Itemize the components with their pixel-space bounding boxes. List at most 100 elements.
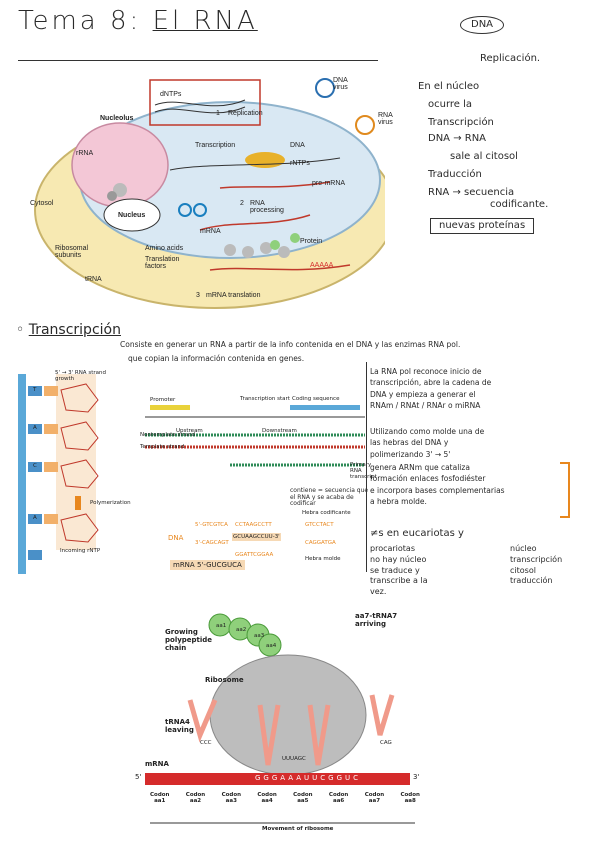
gene-diagram	[145, 405, 365, 467]
codon-6-aa: aa6	[333, 798, 345, 805]
block4-right-4: traducción	[510, 576, 553, 586]
block4-right-1: núcleo	[510, 544, 537, 553]
right-note-3d: a hebra molde.	[370, 496, 427, 506]
rrna-label: rRNA	[76, 150, 94, 157]
block4-left-5: vez.	[370, 587, 387, 597]
dntps-label: dNTPs	[160, 91, 182, 98]
aa1-label: aa1	[216, 623, 227, 629]
block4-left-1: procariotas	[370, 544, 415, 553]
title-underline	[18, 60, 378, 61]
protein-label: Protein	[300, 238, 323, 245]
base-2: A	[33, 425, 37, 431]
dna-virus-label: DNA virus	[333, 77, 348, 91]
rna-polymerase	[245, 152, 285, 168]
dna-label: DNA	[290, 142, 305, 149]
aa4-label: aa4	[266, 643, 277, 649]
block4-left-3: se traduce y	[370, 565, 420, 575]
codon-1-label: Codon	[150, 792, 170, 798]
aa3-label: aa3	[254, 633, 265, 639]
three-prime-label: 3'	[413, 773, 420, 781]
rna-processing-label: RNA processing	[250, 200, 284, 214]
aa2-label: aa2	[236, 627, 247, 633]
codon-5-aa: aa5	[297, 798, 309, 805]
step1-badge: 1	[216, 110, 220, 117]
right-notes-block4-right: núcleo transcripción citosol traducción	[510, 544, 562, 587]
transcription-label: Transcription	[195, 142, 236, 149]
side-note-6: Traducción	[428, 169, 482, 180]
step3-badge: 3	[196, 292, 200, 299]
codon-5-label: Codon	[293, 792, 313, 798]
codon-8-aa: aa8	[404, 798, 416, 805]
codon-7-label: Codon	[364, 792, 385, 798]
section-title: ◦ Transcripción	[16, 322, 121, 338]
side-note-boxed: nuevas proteínas	[430, 218, 535, 234]
nucleus-small	[103, 198, 161, 232]
base-4: A	[33, 515, 37, 521]
upstream-label: Upstream	[176, 428, 203, 434]
codon-4-label: Codon	[257, 792, 277, 798]
seq-top-left: 5'-GTCGTCA	[195, 522, 228, 528]
amino-acids-label: Amino acids	[145, 245, 184, 252]
hebra-codificante-label: Hebra codificante	[302, 510, 351, 516]
right-notes-block1: La RNA pol reconoce inicio de transcripc…	[370, 366, 491, 411]
strand-growth-label: 5' → 3' RNA strand growth	[55, 370, 106, 383]
block4-left-2: no hay núcleo	[370, 554, 427, 564]
transcription-start-label: Transcription start	[240, 396, 290, 402]
codon-4-aa: aa4	[261, 798, 273, 805]
right-notes-block3: genera ARNm que cataliza formación enlac…	[370, 462, 505, 507]
anticodon-left: CCC	[200, 740, 212, 746]
title-prefix: Tema 8:	[18, 6, 142, 36]
polya-label: AAAAA	[310, 262, 334, 269]
seq-bottom-right: CAGGATGA	[305, 540, 336, 546]
translation-factors-label: Translation factors	[145, 256, 180, 270]
growing-chain-label: Growing polypeptide chain	[165, 628, 213, 653]
side-note-2: ocurre la	[428, 99, 473, 110]
side-note-7: RNA → secuencia	[428, 187, 515, 198]
definition-line1: Consiste en generar un RNA a partir de l…	[120, 340, 461, 349]
codon-6-label: Codon	[328, 792, 349, 798]
right-note-1b: transcripción, abre la cadena de	[370, 378, 492, 388]
polymerization-label: Polymerization	[90, 500, 131, 506]
cytosol-label: Cytosol	[30, 200, 54, 207]
ribosome-diagram	[145, 613, 415, 824]
promoter-label: Promoter	[150, 397, 176, 403]
section-title-text: Transcripción	[28, 322, 121, 338]
dna-virus-icon	[315, 78, 335, 98]
nucleolus-label: Nucleolus	[100, 115, 134, 122]
mrna-translation-label: mRNA translation	[206, 292, 261, 299]
side-note-8: codificante.	[490, 199, 549, 210]
seq-top-mid: CCTAAGCCTT	[235, 522, 272, 528]
cell-diagram	[34, 78, 385, 309]
codon-3-aa: aa3	[225, 798, 237, 805]
right-notes-block2: Utilizando como molde una de las hebras …	[370, 426, 484, 460]
mrna-box: mRNA 5'-GUCGUCA	[170, 560, 245, 571]
dna-oval: DNA	[460, 16, 505, 34]
primary-transcript-label: Primary RNA transcript	[350, 462, 377, 481]
side-note-5: sale al citosol	[450, 151, 518, 162]
trna-label: tRNA	[85, 276, 102, 283]
downstream-label: Downstream	[262, 428, 297, 434]
codon-1-aa: aa1	[154, 798, 166, 805]
block4-right-2: transcripción	[510, 554, 563, 564]
right-note-2b: las hebras del DNA y	[370, 438, 449, 448]
block4-title: ≠s en eucariotas y	[370, 528, 464, 539]
right-notes-block4-left: procariotas no hay núcleo se traduce y t…	[370, 544, 428, 598]
incoming-label: Incoming rNTP	[60, 548, 101, 554]
right-note-3b: formación enlaces fosfodiéster	[370, 474, 486, 484]
anticodon-right: CAG	[380, 740, 392, 746]
definition-line2: que copian la información contenida en g…	[128, 354, 305, 363]
nucleus-label: Nucleus	[118, 212, 146, 219]
mrna-bases: GGGAAAUUCGGUC	[255, 774, 362, 782]
codon-2-aa: aa2	[189, 798, 202, 805]
base-3: C	[33, 463, 37, 469]
right-note-3a: genera ARNm que cataliza	[370, 463, 470, 472]
step2-badge: 2	[240, 200, 244, 207]
side-note-4: DNA → RNA	[428, 133, 487, 144]
right-note-2a: Utilizando como molde una de	[370, 427, 485, 436]
